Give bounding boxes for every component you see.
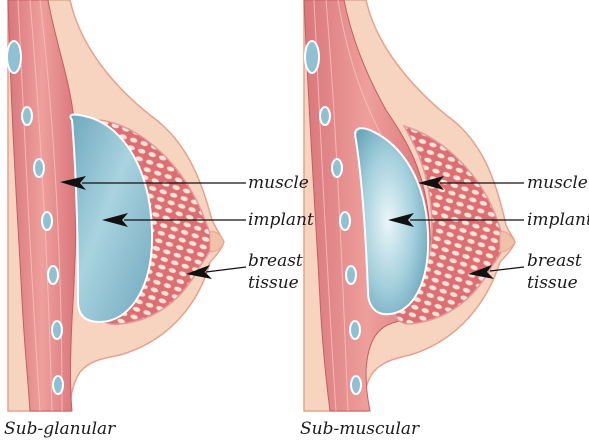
caption-sub-glanular: Sub-glanular — [4, 419, 115, 439]
label-muscle: muscle — [248, 173, 309, 193]
label-implant: implant — [527, 210, 589, 230]
panel-sub-muscular — [304, 0, 524, 411]
label-tissue: tissue — [248, 273, 299, 293]
nipple — [500, 232, 515, 252]
label-tissue: tissue — [527, 273, 578, 293]
panel-sub-glandular — [7, 0, 246, 411]
label-implant: implant — [248, 210, 314, 230]
nipple — [210, 232, 224, 252]
label-breast: breast — [248, 251, 303, 271]
label-breast: breast — [527, 251, 582, 271]
caption-sub-muscular: Sub-muscular — [300, 419, 419, 439]
label-muscle: muscle — [527, 173, 588, 193]
